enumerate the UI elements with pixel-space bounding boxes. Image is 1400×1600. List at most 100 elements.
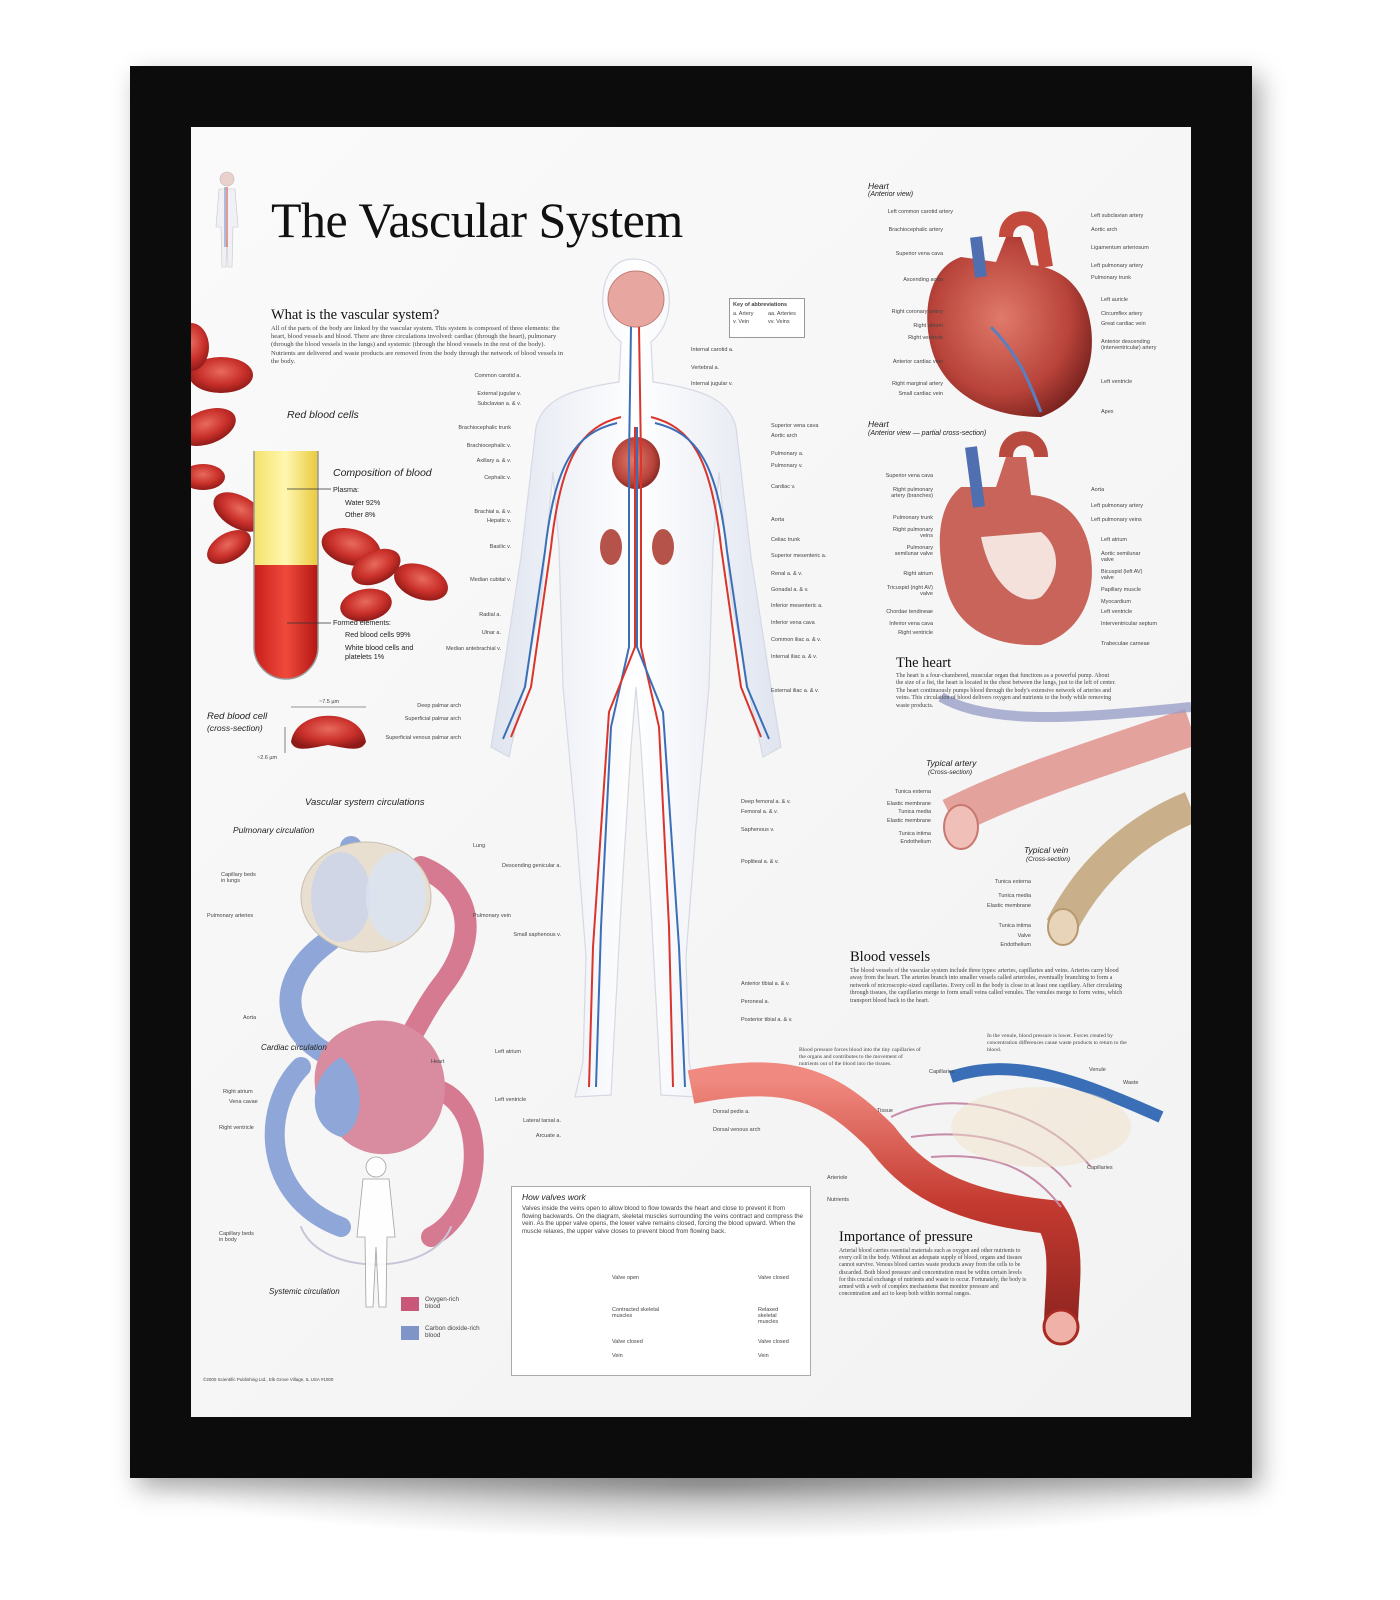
heart2-sub: (Anterior view — partial cross-section) [868, 430, 987, 437]
pressure-note-right: In the venule, blood pressure is lower. … [987, 1033, 1127, 1053]
heart-label: Small cardiac vein [898, 391, 943, 397]
body-label: Dorsal pedis a. [713, 1109, 750, 1115]
rbc-cross-sub: (cross-section) [207, 723, 263, 733]
vein-label: Tunica intima [998, 923, 1031, 929]
heart-label: Anterior cardiac vein [892, 359, 943, 365]
body-label: Internal jugular v. [691, 381, 733, 387]
artery-label: Elastic membrane [886, 801, 931, 807]
vein-sub: (Cross-section) [1026, 856, 1071, 863]
body-label: Axillary a. & v. [476, 458, 511, 464]
body-label: Superior mesenteric a. [771, 553, 827, 559]
circ-label: Vena cavae [229, 1099, 258, 1105]
heart-section-illustration [939, 431, 1092, 646]
heart-label: Ligamentum arteriosum [1091, 245, 1149, 251]
legend-oxy-swatch [401, 1297, 419, 1311]
heart-label: Trabeculae carneae [1101, 641, 1150, 647]
water-pct: Water 92% [345, 498, 381, 507]
body-label: Inferior vena cava [771, 620, 815, 626]
heart-label: Aortic arch [1091, 227, 1118, 233]
circ-label: Aorta [243, 1015, 257, 1021]
body-label: Cardiac v. [771, 484, 796, 490]
key-item: a. Artery [733, 311, 754, 317]
body-label: Femoral a. & v. [741, 809, 778, 815]
body-label: Brachial a. & v. [474, 509, 511, 515]
body-label: Gonadal a. & v. [771, 587, 809, 593]
valve-label: Valve closed [758, 1339, 789, 1345]
artery-label: Tunica media [898, 809, 931, 815]
heart-label: Left ventricle [1101, 609, 1133, 615]
circ-label: Right ventricle [219, 1125, 254, 1131]
vein-label: Elastic membrane [986, 903, 1031, 909]
body-label: Cephalic v. [484, 475, 511, 481]
body-label: Lateral tarsal a. [523, 1118, 561, 1124]
heart-label: Papillary muscle [1101, 587, 1142, 593]
vein-label: Endothelium [1000, 942, 1031, 948]
heart-label: Superior vena cava [885, 473, 933, 479]
capillary-network-illustration [687, 1062, 1164, 1346]
legend-co2: Carbon dioxide-rich blood [425, 1325, 480, 1339]
artery-sub: (Cross-section) [928, 769, 973, 776]
artery-label: Endothelium [900, 839, 931, 845]
abbreviation-key: Key of abbreviations a. Artery aa. Arter… [729, 298, 805, 338]
circ-label: Left atrium [495, 1049, 521, 1055]
valve-label: Valve closed [758, 1275, 789, 1281]
what-is-heading: What is the vascular system? [271, 307, 440, 323]
body-label: Superior vena cava [771, 423, 819, 429]
body-label: Pulmonary v. [771, 463, 803, 469]
wbc-pct: White blood cells and platelets 1% [345, 643, 414, 661]
heart2-title: Heart [868, 419, 889, 429]
heart-label: Superior vena cava [895, 251, 943, 257]
body-label: External jugular v. [477, 391, 521, 397]
heart-label: Right atrium [913, 323, 943, 329]
key-item: vv. Veins [768, 319, 790, 325]
body-label: Celiac trunk [771, 537, 801, 543]
heart-label: Aorta [1091, 487, 1105, 493]
pulmonary-label: Pulmonary circulation [233, 825, 315, 835]
heart-label: Pulmonary trunk [892, 515, 933, 521]
body-label: Vertebral a. [691, 365, 720, 371]
body-label: Posterior tibial a. & v. [741, 1017, 793, 1023]
heart-label: Circumflex artery [1101, 311, 1143, 317]
blood-tube-illustration [253, 451, 331, 680]
body-label: Subclavian a. & v. [477, 401, 521, 407]
poster-illustrations [191, 171, 1191, 1367]
body-label: Renal a. & v. [771, 571, 803, 577]
body-label: Superficial venous palmar arch [385, 735, 461, 741]
circ-label: Right atrium [223, 1089, 253, 1095]
body-label: Inferior mesenteric a. [771, 603, 823, 609]
rbc-width: ~7.5 µm [319, 699, 340, 705]
valve-label: Relaxed skeletal muscles [758, 1307, 779, 1325]
composition-label: Composition of blood [333, 467, 432, 479]
circ-label: Left ventricle [495, 1097, 527, 1103]
heart-label: Brachiocephalic artery [888, 227, 943, 233]
vein-label: Tunica externa [994, 879, 1031, 885]
legend-co2-swatch [401, 1326, 419, 1340]
body-label: Basilic v. [489, 544, 511, 550]
rbc-cross-section-illustration [284, 706, 366, 753]
artery-vein-illustration [938, 692, 1191, 946]
body-label: Saphenous v. [741, 827, 775, 833]
heart-label: Left auricle [1101, 297, 1128, 303]
body-label: Anterior tibial a. & v. [741, 981, 790, 987]
red-blood-cells-illustration [191, 323, 448, 622]
heart-label: Bicuspid (left AV) valve [1101, 569, 1143, 581]
heart-label: Right pulmonary veins [892, 527, 933, 539]
circ-label: Pulmonary vein [473, 913, 511, 919]
heart-label: Right pulmonary artery (branches) [891, 487, 933, 499]
heart-anterior-illustration [927, 211, 1092, 417]
body-label: Peroneal a. [741, 999, 770, 1005]
heart-label: Right ventricle [898, 630, 933, 636]
vein-label: Tunica media [998, 893, 1031, 899]
heart1-title: Heart [868, 181, 889, 191]
heart-label: Left pulmonary veins [1091, 517, 1142, 523]
pressure-label: Nutrients [827, 1197, 850, 1203]
circ-label: Capillary beds in lungs [221, 872, 256, 884]
pressure-label: Arteriole [827, 1175, 848, 1181]
body-label: Internal iliac a. & v. [771, 654, 818, 660]
formed-label: Formed elements: [333, 618, 391, 627]
systemic-label: Systemic circulation [269, 1287, 340, 1296]
rbc-pct: Red blood cells 99% [345, 630, 411, 639]
body-label: Common iliac a. & v. [771, 637, 822, 643]
heart-label: Right atrium [903, 571, 933, 577]
body-label: Pulmonary a. [771, 451, 804, 457]
